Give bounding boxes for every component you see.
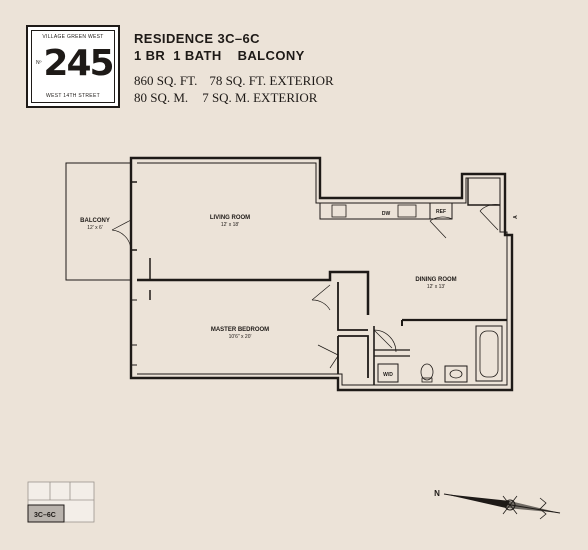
dishwasher-label: DW [382,211,391,217]
key-plan: 3C–6C [27,481,95,523]
interior-sqm: 80 SQ. M. [134,90,189,105]
logo-number: 245 [43,43,114,84]
area-specs: 860 SQ. FT. 78 SQ. FT. EXTERIOR 80 SQ. M.… [134,72,334,106]
entry-mark: A [513,215,519,219]
exterior-sqft: 78 SQ. FT. EXTERIOR [209,73,334,88]
master-bedroom-label: MASTER BEDROOM [211,327,269,333]
unit-feature: BALCONY [237,48,305,63]
compass-icon: N [434,489,561,520]
dining-room-dims: 12' x 13' [427,284,445,290]
living-room-dims: 12' x 18' [221,222,239,228]
balcony-dims: 12' x 6' [87,225,103,231]
master-bedroom-dims: 10'6" x 20' [229,334,252,340]
interior-sqft: 860 SQ. FT. [134,73,198,88]
plan-walls [65,156,514,392]
living-room-label: LIVING ROOM [210,215,250,221]
logo-bottom-text: WEST 14TH STREET [46,93,100,99]
building-logo: VILLAGE GREEN WEST Nº 245 WEST 14TH STRE… [26,25,120,108]
imperial-area-row: 860 SQ. FT. 78 SQ. FT. EXTERIOR [134,72,334,89]
unit-summary: 1 BR 1 BATH BALCONY [134,47,305,64]
logo-number-mark: Nº [36,60,42,66]
logo-top-text: VILLAGE GREEN WEST [42,34,104,40]
refrigerator-label: REF [436,209,446,215]
bedroom-count: 1 BR [134,48,166,63]
metric-area-row: 80 SQ. M. 7 SQ. M. EXTERIOR [134,89,334,106]
exterior-sqm: 7 SQ. M. EXTERIOR [202,90,318,105]
key-plan-label: 3C–6C [34,512,56,519]
residence-title: RESIDENCE 3C–6C [134,31,260,46]
balcony-label: BALCONY [80,218,110,224]
bath-count: 1 BATH [173,48,222,63]
dining-room-label: DINING ROOM [415,277,456,283]
compass-north-label: N [434,489,440,498]
logo-frame [31,30,115,103]
washer-dryer-label: W/D [383,372,393,378]
residence-header: RESIDENCE 3C–6C 1 BR 1 BATH BALCONY [134,30,305,64]
